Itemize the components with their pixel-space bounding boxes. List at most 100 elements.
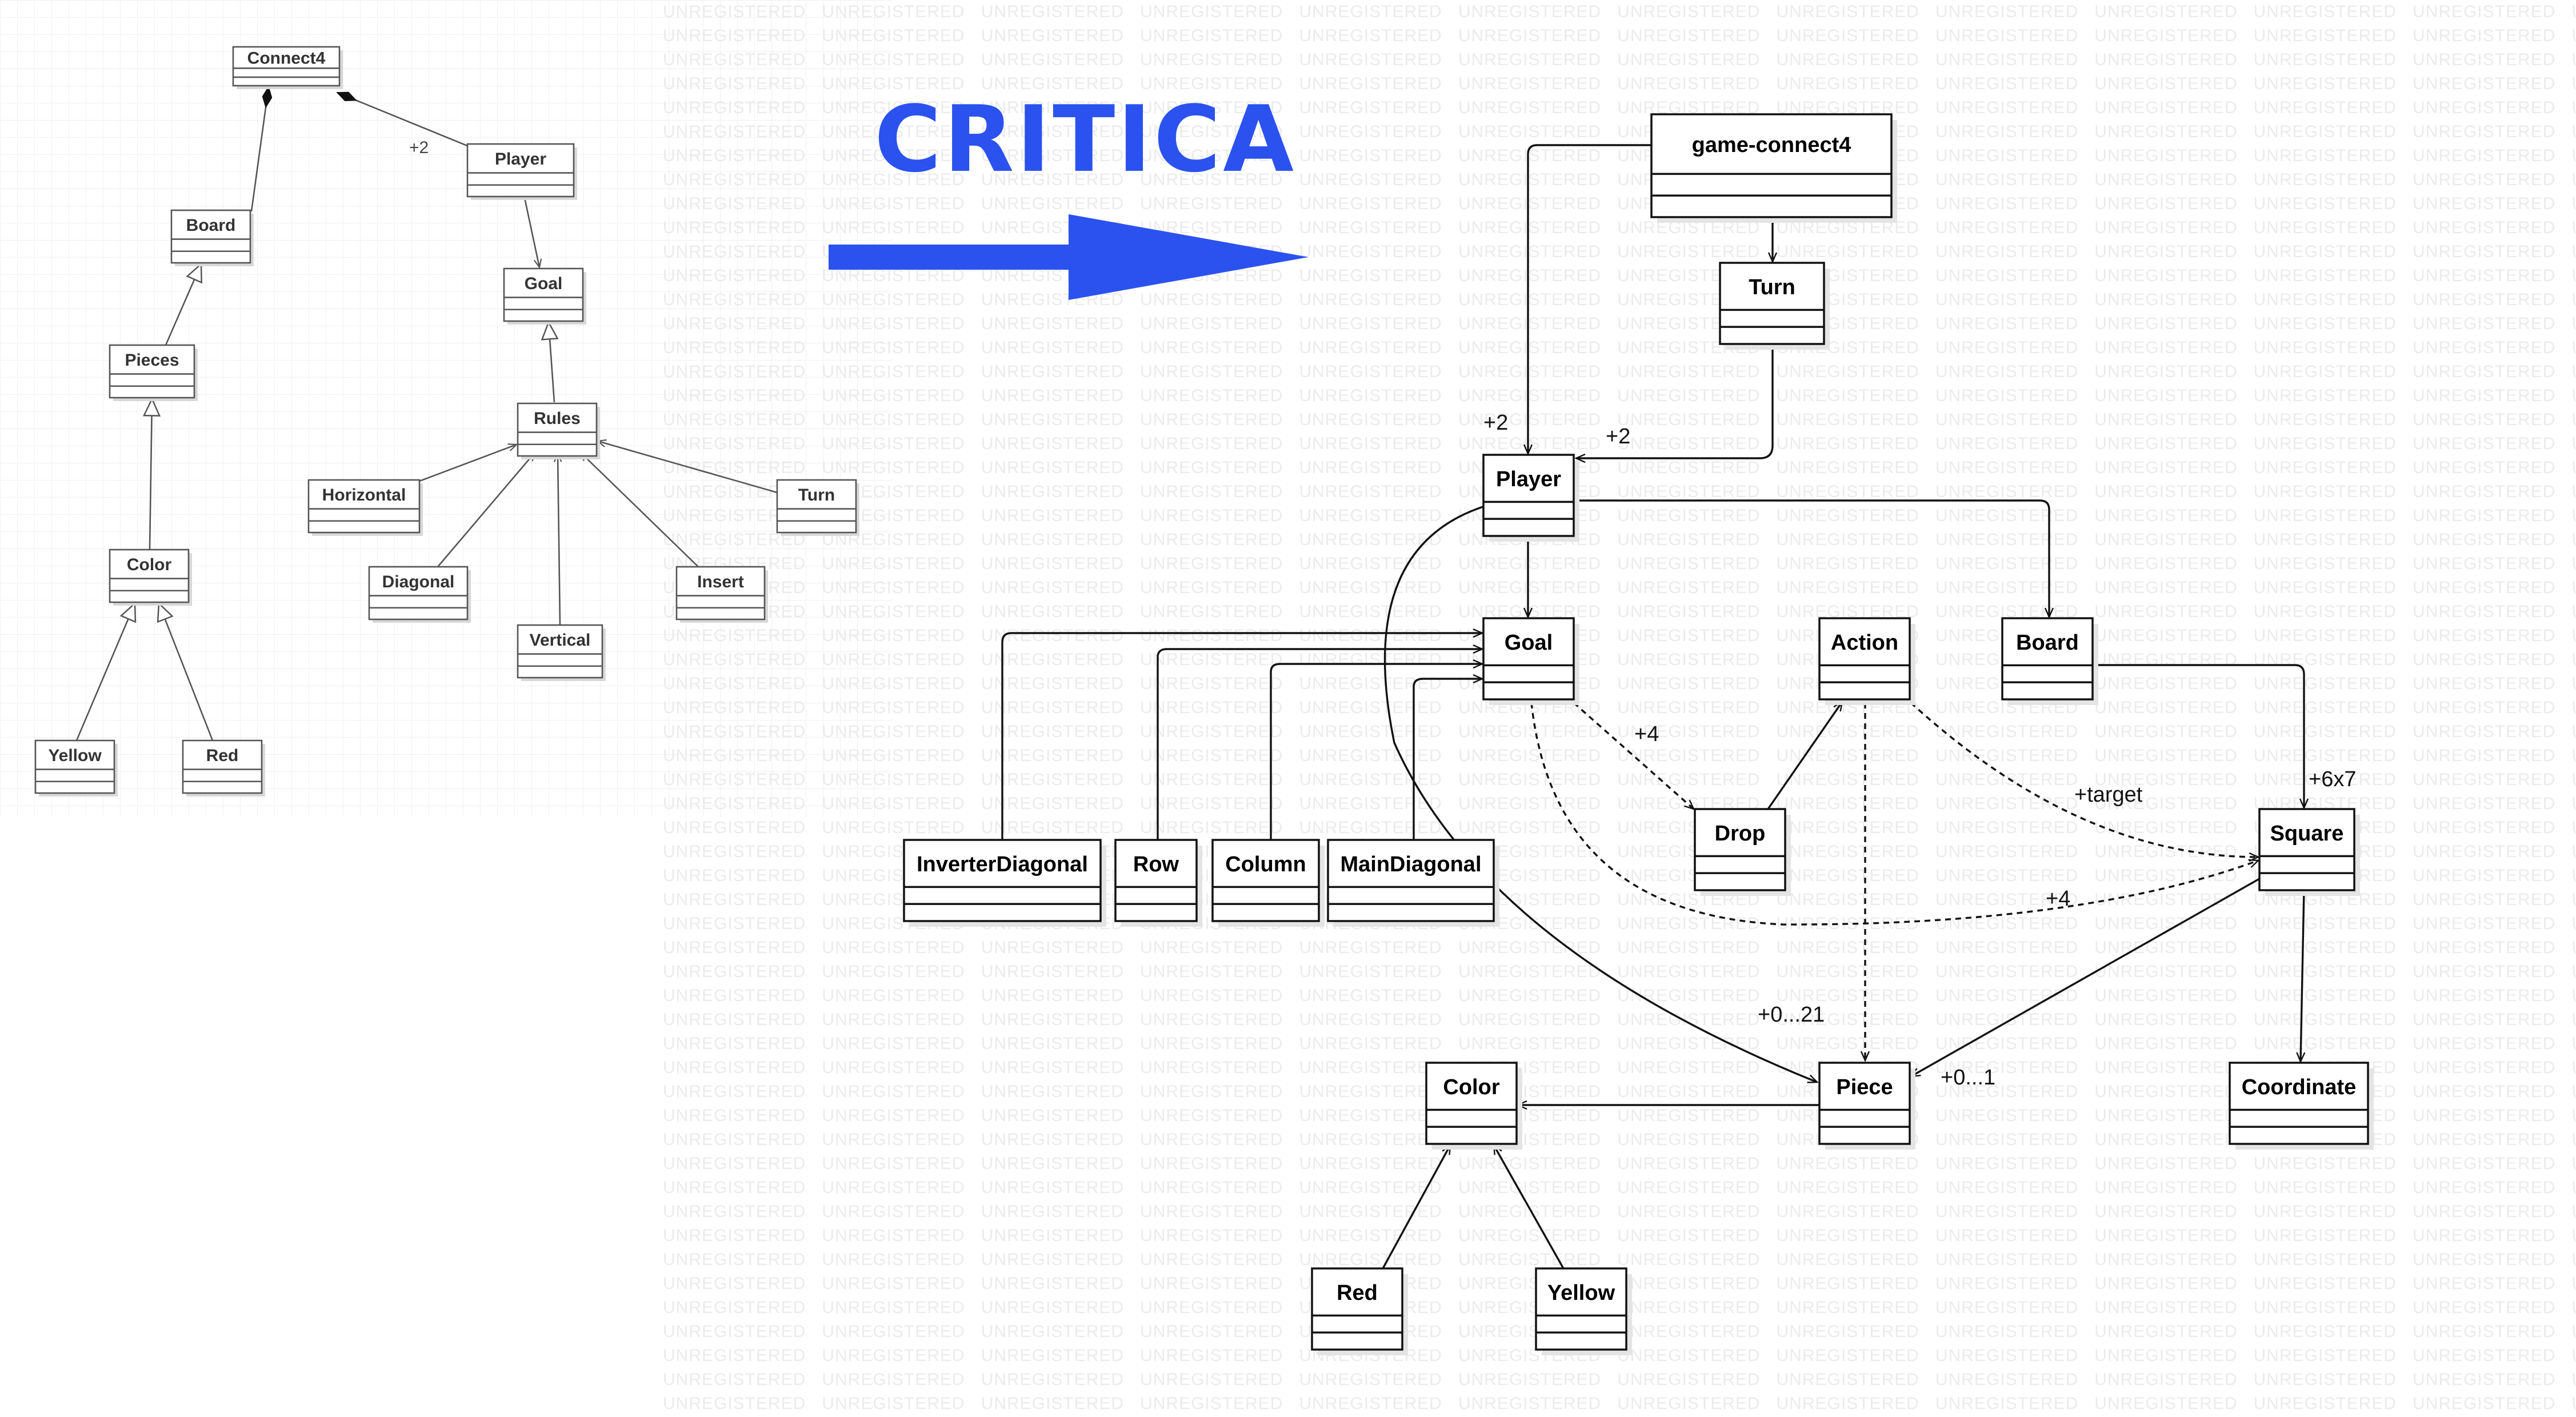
class-box xyxy=(1818,1062,1911,1145)
new-class-column: Column xyxy=(1211,839,1325,927)
composition-line xyxy=(250,86,273,212)
class-box xyxy=(1482,617,1575,701)
new-class-piece: Piece xyxy=(1818,1062,1915,1150)
label-goal-square: +4 xyxy=(2046,887,2070,911)
generalization-line xyxy=(75,603,135,741)
old-diagram-labels: +2 xyxy=(409,138,429,157)
class-name: Player xyxy=(495,150,546,169)
association-line xyxy=(1767,702,1842,810)
watermark-row: UNREGISTERED UNREGISTERED UNREGISTERED U… xyxy=(663,1394,2576,1413)
association-line xyxy=(1413,679,1482,840)
class-box xyxy=(1482,454,1575,537)
watermark-row: UNREGISTERED UNREGISTERED UNREGISTERED U… xyxy=(663,1370,2576,1389)
association-line xyxy=(1528,144,1651,454)
class-name: InverterDiagonal xyxy=(917,852,1088,876)
watermark-row: UNREGISTERED UNREGISTERED UNREGISTERED U… xyxy=(663,698,2576,717)
association-line xyxy=(1001,633,1482,840)
class-box xyxy=(109,344,195,399)
class-name: Column xyxy=(1225,852,1306,876)
class-box xyxy=(466,143,575,198)
old-class-goal: Goal xyxy=(503,267,586,325)
class-name: Red xyxy=(1337,1281,1378,1305)
label-player-multiplicity: +2 xyxy=(409,138,429,157)
new-class-player: Player xyxy=(1482,454,1579,542)
watermark-row: UNREGISTERED UNREGISTERED UNREGISTERED U… xyxy=(663,1250,2576,1269)
class-name: Rules xyxy=(534,409,581,428)
watermark-row: UNREGISTERED UNREGISTERED UNREGISTERED U… xyxy=(663,1034,2576,1053)
association-line xyxy=(598,441,778,494)
association-line xyxy=(558,454,560,626)
old-class-color: Color xyxy=(109,549,192,606)
class-box xyxy=(517,402,598,457)
class-box xyxy=(2258,808,2355,891)
label-player-piece: +0...21 xyxy=(1758,1003,1825,1027)
association-line xyxy=(1493,1145,1565,1269)
association-line xyxy=(2094,664,2304,808)
class-name: Color xyxy=(127,555,172,574)
class-box xyxy=(1818,617,1911,701)
watermark-row: UNREGISTERED UNREGISTERED UNREGISTERED U… xyxy=(663,554,2576,573)
label-goal-drop: +4 xyxy=(1634,722,1659,746)
new-class-square: Square xyxy=(2258,808,2360,896)
class-name: Diagonal xyxy=(382,573,455,591)
new-class-inverter-diagonal: InverterDiagonal xyxy=(903,839,1106,927)
old-class-board: Board xyxy=(170,209,254,266)
class-name: Turn xyxy=(798,486,835,505)
old-class-turn: Turn xyxy=(776,479,859,536)
class-box xyxy=(170,209,251,264)
class-box xyxy=(1694,808,1786,891)
class-name: game-connect4 xyxy=(1692,133,1851,157)
old-class-horizontal: Horizontal xyxy=(307,479,423,536)
class-name: Vertical xyxy=(530,631,591,650)
old-class-player: Player xyxy=(466,143,577,200)
class-box xyxy=(517,624,603,679)
label-turn-player: +2 xyxy=(1606,425,1630,449)
class-box xyxy=(1535,1267,1627,1351)
association-line xyxy=(523,197,539,267)
new-class-row: Row xyxy=(1114,839,1202,927)
class-name: Color xyxy=(1443,1075,1499,1099)
arrow-icon xyxy=(829,214,1309,300)
old-class-pieces: Pieces xyxy=(109,344,198,401)
watermark-row: UNREGISTERED UNREGISTERED UNREGISTERED U… xyxy=(663,266,2576,285)
watermark-row: UNREGISTERED UNREGISTERED UNREGISTERED U… xyxy=(663,362,2576,381)
old-class-diagonal: Diagonal xyxy=(368,566,471,623)
class-box xyxy=(307,479,421,534)
watermark-row: UNREGISTERED UNREGISTERED UNREGISTERED U… xyxy=(663,2,2576,21)
class-name: Action xyxy=(1831,631,1898,655)
new-class-yellow: Yellow xyxy=(1535,1267,1632,1355)
watermark-row: UNREGISTERED UNREGISTERED UNREGISTERED U… xyxy=(663,530,2576,549)
old-class-insert: Insert xyxy=(675,566,768,623)
class-box xyxy=(903,839,1102,922)
association-line xyxy=(2301,890,2304,1062)
association-line xyxy=(437,453,535,567)
generalization-line xyxy=(549,322,554,403)
watermark-row: UNREGISTERED UNREGISTERED UNREGISTERED U… xyxy=(663,746,2576,765)
new-class-color: Color xyxy=(1425,1062,1522,1150)
old-class-rules: Rules xyxy=(517,402,600,459)
watermark-row: UNREGISTERED UNREGISTERED UNREGISTERED U… xyxy=(663,1154,2576,1173)
watermark-row: UNREGISTERED UNREGISTERED UNREGISTERED U… xyxy=(663,938,2576,957)
new-class-main-diagonal: MainDiagonal xyxy=(1327,839,1499,927)
class-box xyxy=(232,46,341,87)
association-line xyxy=(1157,649,1482,840)
new-class-coordinate: Coordinate xyxy=(2229,1062,2374,1150)
class-box xyxy=(182,739,263,794)
new-class-board: Board xyxy=(2001,617,2098,705)
watermark-row: UNREGISTERED UNREGISTERED UNREGISTERED U… xyxy=(663,434,2576,453)
class-name: MainDiagonal xyxy=(1340,852,1481,876)
class-box xyxy=(776,479,857,534)
watermark-row: UNREGISTERED UNREGISTERED UNREGISTERED U… xyxy=(663,1058,2576,1077)
class-box xyxy=(1114,839,1198,922)
class-name: Coordinate xyxy=(2242,1075,2357,1099)
class-box xyxy=(109,549,190,603)
old-class-vertical: Vertical xyxy=(517,624,606,681)
class-name: Player xyxy=(1496,467,1561,491)
watermark-row: UNREGISTERED UNREGISTERED UNREGISTERED U… xyxy=(663,986,2576,1005)
class-box xyxy=(1311,1267,1403,1351)
old-diagram-edges xyxy=(75,86,778,741)
label-square-piece: +0...1 xyxy=(1941,1066,1995,1090)
class-name: Turn xyxy=(1749,275,1795,299)
